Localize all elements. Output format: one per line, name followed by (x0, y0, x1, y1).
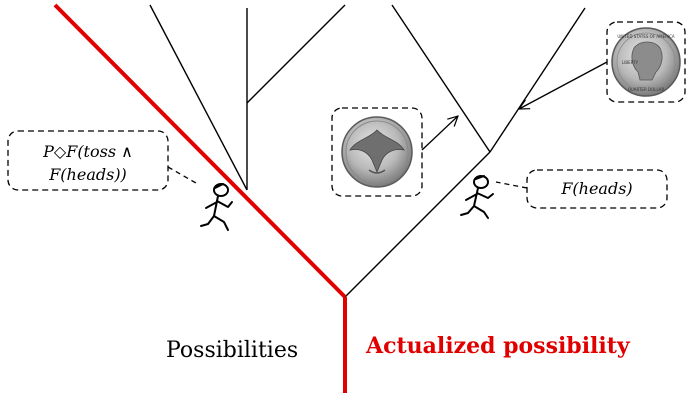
formula-left-line1: P◇F(toss ∧ (42, 142, 133, 161)
connector-right (495, 181, 528, 189)
formula-box-right: F(heads) (526, 169, 668, 209)
branch-right-upper-2 (489, 7, 586, 153)
coin-inscription-bottom: QUARTER DOLLAR (628, 87, 665, 92)
branch-left-upper-2 (246, 4, 346, 104)
coin-obverse-icon: UNITED STATES OF AMERICA LIBERTY QUARTER… (611, 27, 681, 97)
person-running-icon (200, 183, 233, 231)
label-possibilities: Possibilities (166, 338, 298, 363)
coin-box-top-right: UNITED STATES OF AMERICA LIBERTY QUARTER… (606, 21, 686, 103)
branch-right-upper-1 (391, 4, 491, 153)
coin-inscription-top: UNITED STATES OF AMERICA (617, 34, 674, 39)
formula-left-line2: F(heads)) (48, 165, 127, 184)
coin-box-middle (331, 107, 423, 197)
actual-diagonal (53, 3, 347, 299)
person-running-icon-right (460, 175, 494, 219)
label-actualized-possibility: Actualized possibility (365, 333, 631, 359)
branch-left-upper-1 (149, 4, 248, 191)
formula-box-left: P◇F(toss ∧ F(heads)) (7, 130, 169, 191)
arrow-top-right-coin (519, 61, 608, 109)
arrow-middle-coin (421, 116, 458, 151)
connector-left (167, 166, 197, 184)
formula-right: F(heads) (560, 179, 632, 198)
actualized-branch (53, 3, 347, 393)
coin-reverse-icon (341, 116, 413, 188)
branch-right-trunk (344, 151, 491, 298)
possibility-branches (149, 4, 586, 298)
coin-inscription-liberty: LIBERTY (622, 60, 639, 65)
